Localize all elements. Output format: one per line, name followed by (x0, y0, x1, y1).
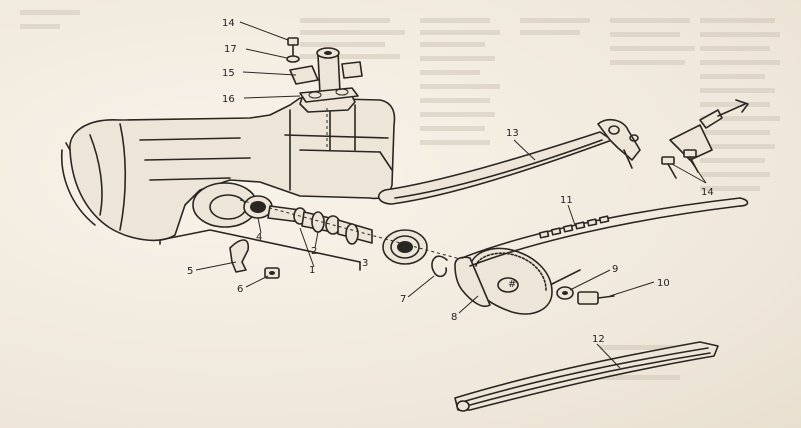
callout-17: 17 (224, 44, 237, 55)
callout-1: 1 (309, 265, 315, 276)
stopper-and-bolt (229, 239, 280, 279)
callout-12: 12 (592, 334, 605, 345)
callout-4: 4 (256, 232, 262, 243)
callout-16: 16 (222, 94, 235, 105)
callout-11: 11 (560, 195, 573, 206)
camshaft-assembly (239, 195, 521, 278)
chain-guide (454, 341, 719, 412)
callout-5: 5 (187, 266, 193, 277)
cam-holder-assembly (286, 37, 363, 150)
engine-crankcase (60, 97, 396, 242)
callout-14-top: 14 (222, 18, 235, 29)
callout-6: 6 (237, 284, 243, 295)
callout-2: 2 (311, 246, 317, 257)
callout-9: 9 (612, 264, 618, 275)
leader-lines (195, 21, 707, 369)
callout-14-right: 14 (701, 187, 714, 198)
callout-15: 15 (222, 68, 235, 79)
callout-3: 3 (362, 258, 368, 269)
cam-sprocket: # (454, 247, 615, 315)
callout-bracket (159, 229, 361, 271)
cam-chain (461, 197, 749, 285)
callout-8: 8 (451, 312, 457, 323)
callout-13: 13 (506, 128, 519, 139)
chain-tensioner-arm (377, 99, 749, 205)
callout-7: 7 (400, 294, 406, 305)
callout-labels: 14 17 15 16 13 14 11 4 2 1 3 5 6 7 8 9 1… (187, 18, 714, 345)
callout-10: 10 (657, 278, 670, 289)
svg-text:#: # (508, 279, 516, 290)
background-bleed-text (20, 10, 780, 380)
